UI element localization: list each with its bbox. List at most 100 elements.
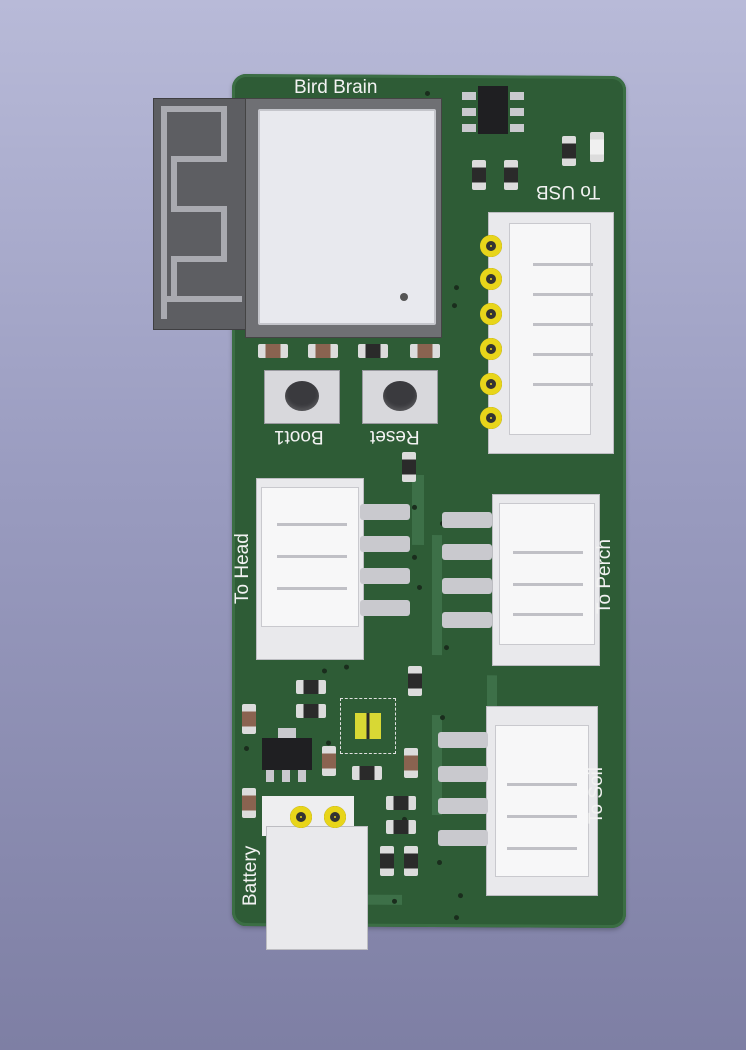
ic-sot23: [478, 86, 508, 134]
via: [322, 668, 327, 674]
capacitor: [386, 796, 416, 810]
via: [412, 504, 417, 510]
capacitor: [504, 160, 518, 190]
capacitor: [352, 766, 382, 780]
smd-pad: [442, 512, 492, 528]
connector-slot: [533, 383, 593, 386]
connector-slot: [507, 847, 577, 850]
via: [344, 664, 349, 670]
via: [412, 554, 417, 560]
soil-connector: [486, 706, 598, 896]
button-knob: [383, 381, 417, 411]
connector-slot: [513, 551, 583, 554]
connector-slot: [507, 783, 577, 786]
battery-connector: [262, 796, 368, 950]
via: [437, 860, 442, 866]
trace: [432, 535, 442, 656]
via: [417, 584, 422, 590]
smd-pad: [438, 830, 488, 846]
smd-pad: [360, 600, 410, 616]
esp32-module-icon: [245, 98, 442, 338]
via: [452, 303, 457, 309]
smd-pad: [360, 568, 410, 584]
smd-pad: [442, 544, 492, 560]
connector-slot: [507, 815, 577, 818]
via: [425, 90, 430, 97]
ic-pin: [462, 108, 476, 116]
header-pin: [480, 235, 502, 257]
connector-slot: [513, 583, 583, 586]
rf-shield-can: [258, 109, 436, 325]
via: [326, 740, 331, 746]
header-pin: [480, 303, 502, 325]
ic-pin: [298, 770, 306, 782]
ic-pin: [462, 124, 476, 132]
trace: [412, 474, 424, 545]
silk-to-usb: To USB: [536, 181, 601, 202]
silk-title: Bird Brain: [294, 77, 378, 98]
silk-battery: Battery: [240, 845, 261, 906]
perch-connector: [492, 494, 600, 666]
connector-slot: [277, 523, 347, 526]
smd-pad: [442, 612, 492, 628]
capacitor: [472, 160, 486, 190]
connector-wall: [495, 725, 589, 877]
smd-pad: [442, 578, 492, 594]
connector-wall: [509, 223, 591, 435]
ic-pin: [278, 728, 296, 738]
capacitor: [380, 846, 394, 876]
capacitor: [296, 680, 326, 694]
smd-pad: [360, 504, 410, 520]
battery-housing: [266, 826, 368, 950]
capacitor: [386, 820, 416, 834]
mcu-qfn-chip: [340, 698, 396, 754]
smd-pad: [360, 536, 410, 552]
led: [404, 846, 418, 876]
silk-reset: Reset: [370, 426, 420, 447]
head-connector: [256, 478, 364, 660]
connector-slot: [533, 323, 593, 326]
via: [454, 915, 459, 921]
capacitor: [358, 344, 388, 358]
capacitor: [296, 704, 326, 718]
resistor: [308, 344, 338, 358]
boot-button[interactable]: [264, 370, 340, 424]
capacitor: [402, 452, 416, 482]
via: [392, 898, 397, 904]
header-pin: [480, 268, 502, 290]
connector-slot: [533, 353, 593, 356]
qfn-thermal-pad: [355, 713, 381, 739]
resistor: [258, 344, 288, 358]
battery-pin: [290, 806, 312, 828]
silk-to-soil: To Soil: [586, 766, 607, 824]
silk-boot: Boot1: [274, 426, 324, 447]
voltage-regulator: [262, 738, 312, 770]
connector-slot: [513, 613, 583, 616]
capacitor: [408, 666, 422, 696]
via: [454, 285, 459, 291]
ic-pin: [510, 108, 524, 116]
resistor: [322, 746, 336, 776]
silk-to-perch: To Perch: [594, 539, 615, 614]
button-knob: [285, 381, 319, 411]
ic-pin: [266, 770, 274, 782]
silk-to-head: To Head: [232, 533, 253, 604]
pcb-antenna-icon: [153, 98, 247, 330]
header-pin: [480, 373, 502, 395]
led: [590, 132, 604, 162]
reset-button[interactable]: [362, 370, 438, 424]
connector-wall: [499, 503, 595, 645]
battery-pin: [324, 806, 346, 828]
ic-pin: [462, 92, 476, 100]
via: [458, 893, 463, 899]
smd-pad: [438, 766, 488, 782]
connector-slot: [533, 293, 593, 296]
ic-pin: [282, 770, 290, 782]
ic-pin: [510, 92, 524, 100]
connector-slot: [533, 263, 593, 266]
smd-pad: [438, 732, 488, 748]
connector-slot: [277, 555, 347, 558]
pin1-marker: [400, 293, 408, 301]
header-pin: [480, 407, 502, 429]
via: [440, 715, 445, 721]
